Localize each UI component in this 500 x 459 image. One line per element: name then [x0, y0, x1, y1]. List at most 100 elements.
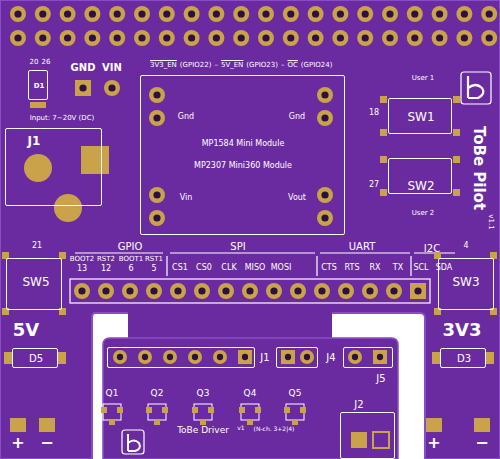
header-outline: J1: [107, 347, 255, 368]
drill-hole: [238, 10, 245, 17]
round-pad: [113, 350, 127, 364]
driver-board-fill: [103, 338, 398, 459]
round-pad: [74, 283, 90, 299]
round-pad: [163, 350, 177, 364]
part-label: SW3: [452, 276, 479, 288]
switch-outline: SW5: [6, 258, 62, 310]
round-pad: [258, 30, 274, 46]
drill-hole: [108, 84, 115, 91]
drill-hole: [114, 10, 121, 17]
silk-label: Q4: [244, 389, 257, 398]
transistor-pad: [247, 419, 253, 425]
jack-pad: [81, 146, 109, 174]
drill-hole: [386, 10, 393, 17]
silk-label: SCL: [413, 264, 428, 272]
round-pad: [357, 30, 373, 46]
drill-hole: [153, 114, 160, 121]
led-pad: [58, 352, 66, 364]
transistor-pad: [117, 407, 123, 413]
transistor-pad: [192, 407, 198, 413]
drill-hole: [312, 34, 319, 41]
square-pad: [281, 350, 295, 364]
drill-hole: [318, 287, 325, 294]
round-pad: [432, 6, 448, 22]
drill-hole: [461, 10, 468, 17]
round-pad: [213, 350, 227, 364]
round-pad: [208, 30, 224, 46]
group-divider: [166, 256, 167, 276]
transistor-pad: [292, 419, 298, 425]
group-line: [320, 252, 410, 253]
header-pads: [10, 6, 497, 425]
drill-hole: [138, 10, 145, 17]
drill-hole: [188, 10, 195, 17]
terminal-pad: [351, 432, 367, 448]
drill-hole: [153, 191, 160, 198]
transistor-pad: [208, 407, 214, 413]
round-pad: [138, 350, 152, 364]
drill-hole: [153, 91, 160, 98]
drill-hole: [142, 354, 148, 360]
drill-hole: [89, 34, 96, 41]
drill-hole: [64, 34, 71, 41]
transistor-pad: [162, 407, 168, 413]
silk-label: –: [214, 62, 218, 69]
drill-hole: [79, 84, 86, 91]
drill-hole: [486, 34, 493, 41]
drill-hole: [337, 34, 344, 41]
group-line: [170, 252, 315, 253]
round-pad: [60, 30, 76, 46]
module-outline: GndGndVinVoutMP1584 Mini ModuleMP2307 Mi…: [140, 75, 345, 235]
drill-hole: [174, 287, 181, 294]
silk-label: GPIO: [118, 242, 143, 252]
silk-label: 5V: [13, 321, 39, 339]
round-pad: [194, 283, 210, 299]
logo-frame: [122, 430, 144, 454]
round-pad: [109, 30, 125, 46]
round-pad: [218, 283, 234, 299]
terminal-pad: [373, 432, 389, 448]
round-pad: [149, 110, 165, 126]
transistor-pad: [255, 407, 261, 413]
part-label: Vout: [288, 194, 306, 202]
round-pad: [314, 283, 330, 299]
led-outline: D3: [440, 348, 486, 368]
round-pad: [432, 30, 448, 46]
round-pad: [104, 80, 120, 96]
silk-label: +: [11, 435, 24, 451]
part-label: J2: [354, 400, 363, 410]
part-label: J4: [326, 353, 335, 363]
transistor-pad: [154, 419, 160, 425]
drill-hole: [285, 354, 291, 360]
silk-label: 27: [369, 181, 379, 189]
round-pad: [357, 6, 373, 22]
silk-label: (GPIO22): [180, 62, 212, 69]
round-pad: [149, 87, 165, 103]
drill-hole: [217, 354, 223, 360]
part-label: SW5: [22, 276, 49, 288]
drill-hole: [153, 214, 160, 221]
round-pad: [35, 6, 51, 22]
drill-hole: [222, 287, 229, 294]
round-pad: [109, 6, 125, 22]
silk-label: OC: [287, 62, 297, 69]
group-divider: [410, 256, 411, 276]
transistor-pad: [239, 407, 245, 413]
silk-label: User 2: [412, 210, 435, 217]
silk-label: TX: [393, 264, 403, 272]
silk-label: MOSI: [271, 264, 292, 272]
silk-label: GND: [71, 63, 96, 73]
part-label: Vin: [180, 194, 193, 202]
silk-label: (GPIO24): [301, 62, 333, 69]
part-label: Gnd: [178, 113, 194, 121]
silk-label: SPI: [230, 242, 245, 252]
drill-hole: [342, 287, 349, 294]
round-pad: [170, 283, 186, 299]
drill-hole: [287, 10, 294, 17]
part-label: (N-ch. 3+2|4): [254, 426, 295, 432]
round-pad: [146, 283, 162, 299]
silk-label: 26: [42, 59, 51, 66]
round-pad: [233, 6, 249, 22]
drill-hole: [321, 114, 328, 121]
